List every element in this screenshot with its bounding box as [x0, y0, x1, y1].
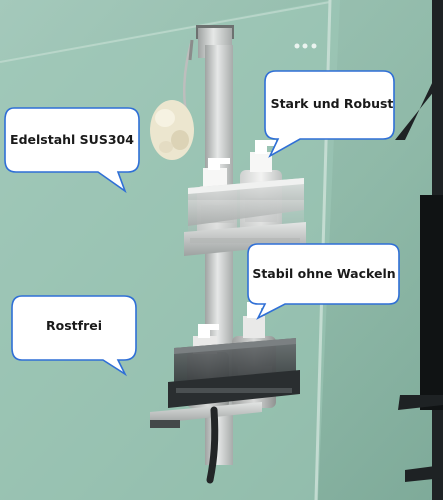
squeegee — [150, 402, 262, 484]
hanging-sponge — [150, 39, 194, 160]
callout-material-text: Edelstahl SUS304 — [10, 132, 134, 147]
callout-strength-bubble: Stark und Robust — [264, 70, 395, 158]
lower-basket — [168, 302, 300, 408]
callout-rustproof-bubble: Rostfrei — [11, 295, 137, 377]
callout-stability-text: Stabil ohne Wackeln — [252, 266, 395, 281]
callout-strength-text: Stark und Robust — [271, 96, 394, 111]
upper-basket — [184, 140, 306, 256]
callout-material-bubble: Edelstahl SUS304 — [4, 107, 140, 194]
callout-stability-bubble: Stabil ohne Wackeln — [247, 243, 400, 320]
callout-rustproof-text: Rostfrei — [46, 318, 102, 333]
ladder — [395, 0, 443, 500]
